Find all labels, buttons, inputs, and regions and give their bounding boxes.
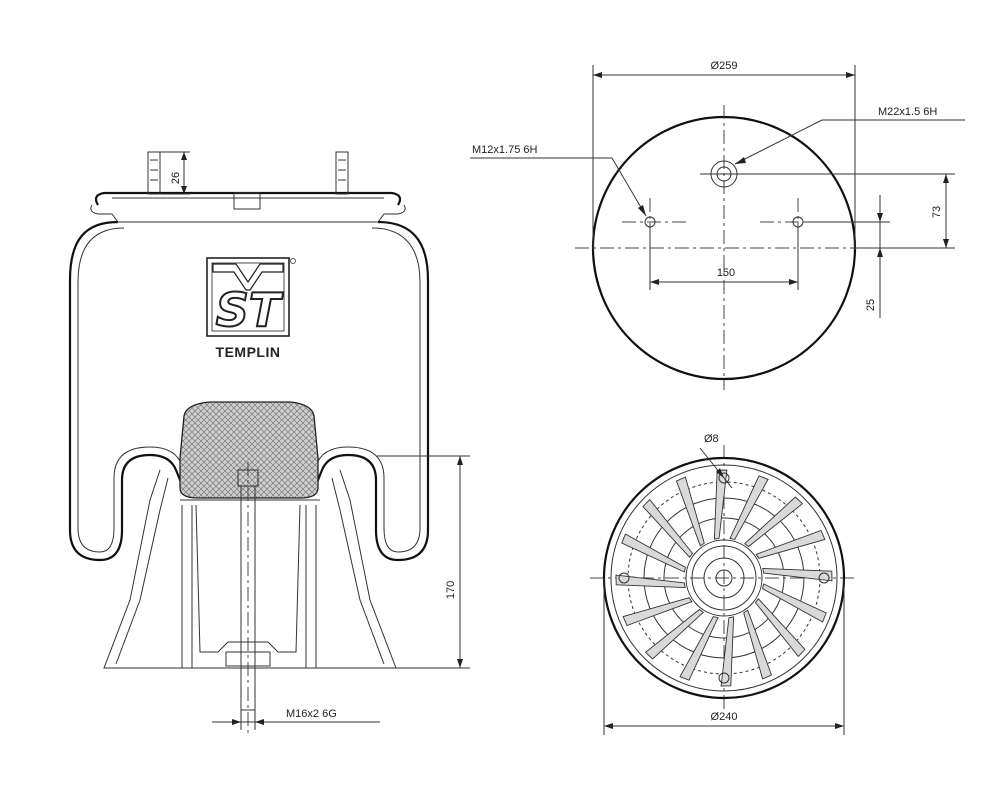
dim-offset-upper-label: 73	[931, 206, 943, 218]
top-view: Ø259 M22x1.5 6H M12x1.75 6H 150	[470, 60, 965, 390]
top-stud-right	[335, 151, 349, 195]
dim-spacing-label: 150	[717, 267, 735, 279]
top-stud-left	[147, 151, 161, 195]
templin-logo: ST	[206, 257, 296, 338]
dim-offset-lower: 25	[806, 195, 890, 318]
center-bolt	[225, 462, 271, 735]
dim-bottom-diameter-label: Ø240	[711, 711, 738, 723]
dim-spacing: 150	[649, 228, 799, 290]
dim-stud-height-label: 26	[170, 172, 182, 184]
logo-letters: ST	[216, 283, 284, 337]
bottom-rib	[621, 533, 686, 573]
bottom-rib	[762, 583, 827, 623]
bottom-rib	[622, 597, 693, 627]
dim-top-diameter: Ø259	[592, 60, 856, 250]
dim-hole-label: Ø8	[704, 433, 719, 445]
dim-top-diameter-label: Ø259	[711, 60, 738, 72]
bottom-view: Ø8 Ø240	[590, 433, 858, 735]
mount-hole-left	[618, 572, 630, 584]
dim-side-thread-label: M12x1.75 6H	[472, 144, 537, 156]
dim-height-label: 170	[445, 581, 457, 599]
dim-center-thread: M22x1.5 6H	[734, 106, 965, 165]
side-view: 26 ST TEMPLIN	[68, 151, 470, 735]
piston	[103, 469, 397, 669]
dim-bottom-diameter: Ø240	[603, 578, 845, 735]
bottom-rib	[743, 609, 773, 680]
bottom-rib	[762, 567, 833, 582]
brand-name: TEMPLIN	[216, 344, 281, 360]
bottom-rib	[675, 476, 705, 547]
mount-hole-bottom	[718, 672, 730, 684]
bump-stop	[179, 401, 319, 499]
bottom-rib	[615, 574, 686, 589]
bottom-rib	[713, 469, 728, 540]
bellows	[68, 220, 430, 562]
top-plate	[90, 191, 406, 223]
dim-height: 170	[376, 455, 470, 669]
side-bolt-left	[644, 216, 656, 228]
bottom-rib	[743, 496, 804, 548]
mount-hole-right	[818, 572, 830, 584]
bottom-rib	[729, 475, 769, 540]
dim-bottom-thread-label: M16x2 6G	[286, 708, 337, 720]
dim-center-thread-label: M22x1.5 6H	[878, 106, 937, 118]
dim-hole: Ø8	[699, 433, 733, 489]
bottom-rib	[754, 597, 806, 658]
bottom-rib	[644, 608, 705, 660]
bottom-rib	[642, 498, 694, 559]
side-bolt-right	[792, 216, 804, 228]
bottom-rib	[755, 529, 826, 559]
bottom-center-hole	[715, 569, 733, 587]
dim-stud-height: 26	[160, 151, 190, 195]
dim-side-thread: M12x1.75 6H	[470, 144, 647, 217]
mount-hole-top	[718, 472, 730, 484]
bottom-rib	[679, 616, 719, 681]
dim-offset-upper: 73	[740, 173, 955, 249]
bottom-rib	[720, 616, 735, 687]
dim-offset-lower-label: 25	[865, 299, 877, 311]
bottom-ribs	[615, 469, 833, 687]
dim-bottom-thread: M16x2 6G	[212, 700, 380, 730]
